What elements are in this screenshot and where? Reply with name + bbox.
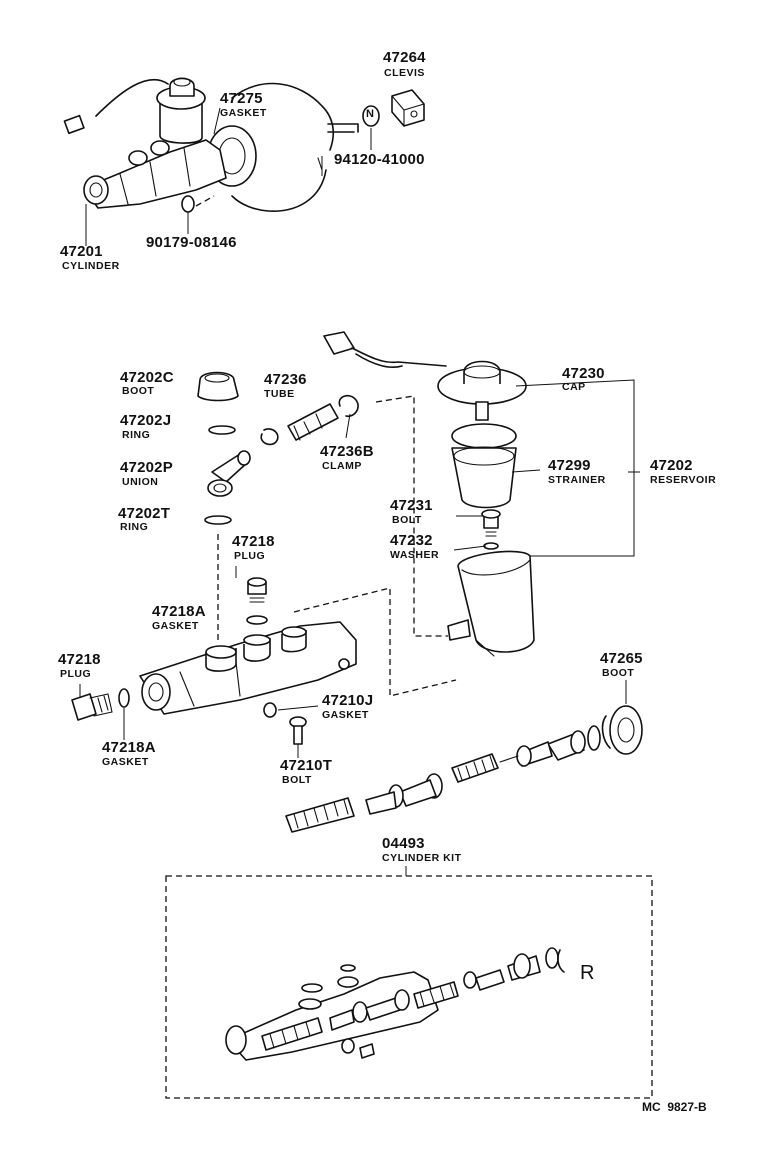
- part-number-47202T: 47202T: [118, 505, 171, 522]
- part-number-47210T: 47210T: [280, 757, 333, 774]
- piston-assembly-icon: [285, 725, 601, 833]
- booster-assembly: [63, 77, 359, 246]
- nut-icon: [362, 105, 380, 127]
- part-name-bolt: BOLT: [282, 774, 312, 786]
- cap-icon: [437, 360, 527, 405]
- part-name-union: UNION: [122, 476, 159, 488]
- part-name-strainer: STRAINER: [548, 474, 606, 486]
- clamp-icon: [260, 394, 359, 446]
- bolt-icon: [289, 716, 307, 745]
- strainer-icon: [451, 401, 517, 509]
- ring-icon: [204, 515, 232, 525]
- plug-icon: [247, 577, 267, 603]
- part-name-cylinder-kit: CYLINDER KIT: [382, 852, 462, 864]
- gasket-icon: [263, 702, 277, 718]
- part-number-47265: 47265: [600, 650, 643, 667]
- reservoir-washer-icon: [483, 542, 499, 550]
- ring-icon: [208, 425, 236, 435]
- union-icon: [207, 450, 251, 497]
- nut-marker: N: [366, 108, 374, 120]
- part-number-47202J: 47202J: [120, 412, 172, 429]
- part-name-ring: RING: [120, 521, 149, 533]
- part-number-47218A: 47218A: [102, 739, 156, 756]
- part-number-90179-08146: 90179-08146: [146, 234, 237, 251]
- tube-icon: [287, 403, 339, 441]
- diagram-reference: MC 9827-B: [642, 1100, 707, 1114]
- master-cylinder-icon: [139, 621, 357, 715]
- part-number-04493: 04493: [382, 835, 425, 852]
- gasket-icon: [246, 615, 268, 625]
- part-name-cylinder: CYLINDER: [62, 260, 120, 272]
- part-number-47299: 47299: [548, 457, 591, 474]
- part-number-47201: 47201: [60, 243, 103, 260]
- part-number-94120-41000: 94120-41000: [334, 151, 425, 168]
- clevis-icon: [391, 89, 425, 127]
- part-number-47275: 47275: [220, 90, 263, 107]
- part-name-clevis: CLEVIS: [384, 67, 425, 79]
- part-number-47231: 47231: [390, 497, 433, 514]
- part-number-47218: 47218: [58, 651, 101, 668]
- reservoir-boot-icon: [197, 371, 239, 402]
- part-name-gasket: GASKET: [322, 709, 369, 721]
- part-number-47210J: 47210J: [322, 692, 374, 709]
- part-name-reservoir: RESERVOIR: [650, 474, 717, 486]
- part-name-gasket: GASKET: [102, 756, 149, 768]
- plug-icon: [71, 693, 113, 721]
- part-number-47232: 47232: [390, 532, 433, 549]
- part-number-47236B: 47236B: [320, 443, 374, 460]
- part-number-47230: 47230: [562, 365, 605, 382]
- part-name-clamp: CLAMP: [322, 460, 362, 472]
- part-name-tube: TUBE: [264, 388, 295, 400]
- part-name-gasket: GASKET: [152, 620, 199, 632]
- piston-boot-icon: [601, 705, 643, 755]
- part-number-47202: 47202: [650, 457, 693, 474]
- part-name-boot: BOOT: [602, 667, 635, 679]
- part-number-47236: 47236: [264, 371, 307, 388]
- part-name-cap: CAP: [562, 381, 586, 393]
- part-name-plug: PLUG: [60, 668, 92, 680]
- part-name-plug: PLUG: [234, 550, 266, 562]
- reservoir-tank-icon: [447, 550, 535, 657]
- kit-mark: R: [580, 962, 595, 984]
- part-name-boot: BOOT: [122, 385, 155, 397]
- part-number-47218-top: 47218: [232, 533, 275, 550]
- reservoir-bolt-icon: [481, 509, 501, 537]
- gasket-icon: [118, 688, 130, 708]
- part-name-bolt: BOLT: [392, 514, 422, 526]
- connector-icon: [323, 331, 447, 369]
- part-number-47264: 47264: [383, 49, 426, 66]
- part-name-ring: RING: [122, 429, 151, 441]
- part-number-47202P: 47202P: [120, 459, 173, 476]
- cylinder-kit-icon: [225, 947, 565, 1061]
- part-name-washer: WASHER: [390, 549, 440, 561]
- part-name-gasket: GASKET: [220, 107, 267, 119]
- part-number-47218A-top: 47218A: [152, 603, 206, 620]
- part-number-47202C: 47202C: [120, 369, 174, 386]
